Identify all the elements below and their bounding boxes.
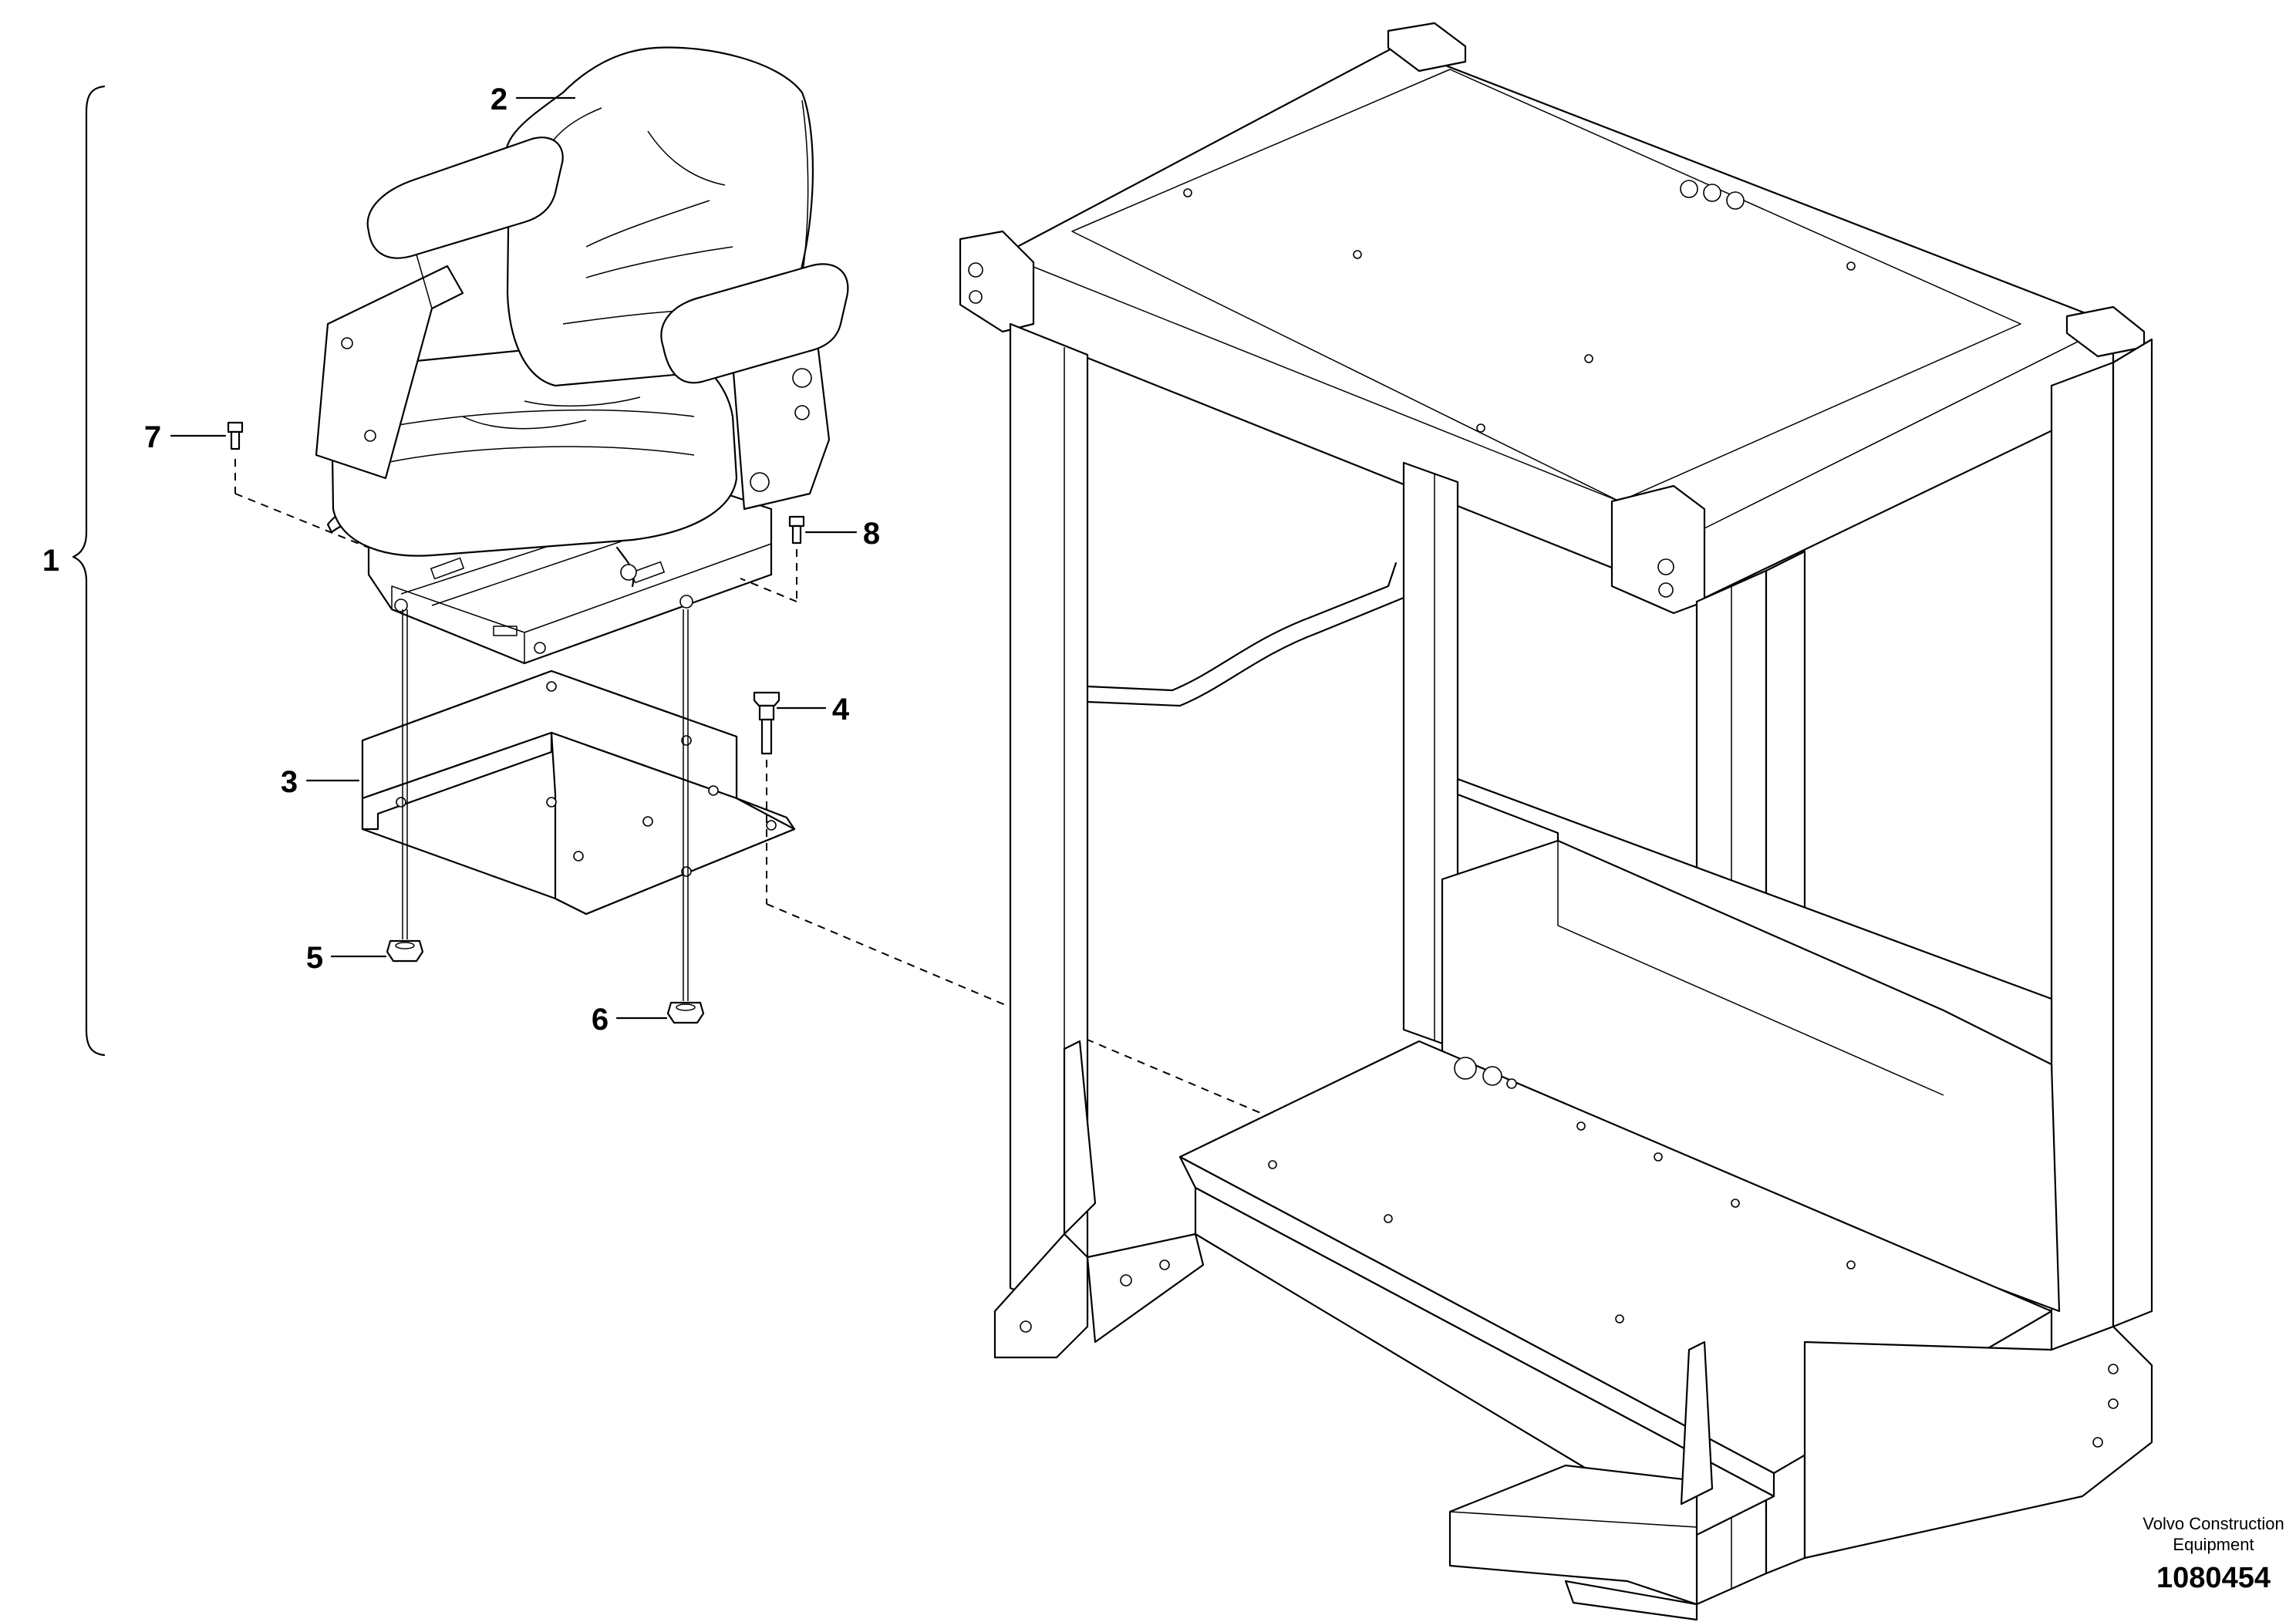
operator-seat (315, 46, 849, 665)
seat-mounting-bracket (361, 669, 796, 916)
callout-2: 2 (491, 83, 576, 116)
nut-item-5: 5 (306, 939, 424, 975)
document-number: 1080454 (2156, 1562, 2271, 1594)
publisher-line-2: Equipment (2173, 1535, 2254, 1554)
callout-label-6[interactable]: 6 (592, 1003, 609, 1037)
callout-label-5[interactable]: 5 (306, 941, 323, 975)
callout-3: 3 (281, 765, 360, 799)
callout-label-3[interactable]: 3 (281, 765, 298, 799)
callout-label-2[interactable]: 2 (491, 83, 507, 116)
cab-frame (959, 22, 2153, 1621)
bolt-item-4: 4 (753, 691, 850, 755)
screw-item-8: 8 (788, 515, 880, 551)
callout-label-4[interactable]: 4 (832, 693, 850, 727)
callout-label-7[interactable]: 7 (144, 420, 161, 454)
assembly-brace (72, 85, 106, 1057)
callout-label-8[interactable]: 8 (863, 517, 880, 551)
callout-label-1[interactable]: 1 (42, 544, 59, 578)
screw-item-7: 7 (144, 420, 244, 454)
nut-item-6: 6 (592, 1001, 705, 1037)
publisher-line-1: Volvo Construction (2143, 1514, 2284, 1533)
